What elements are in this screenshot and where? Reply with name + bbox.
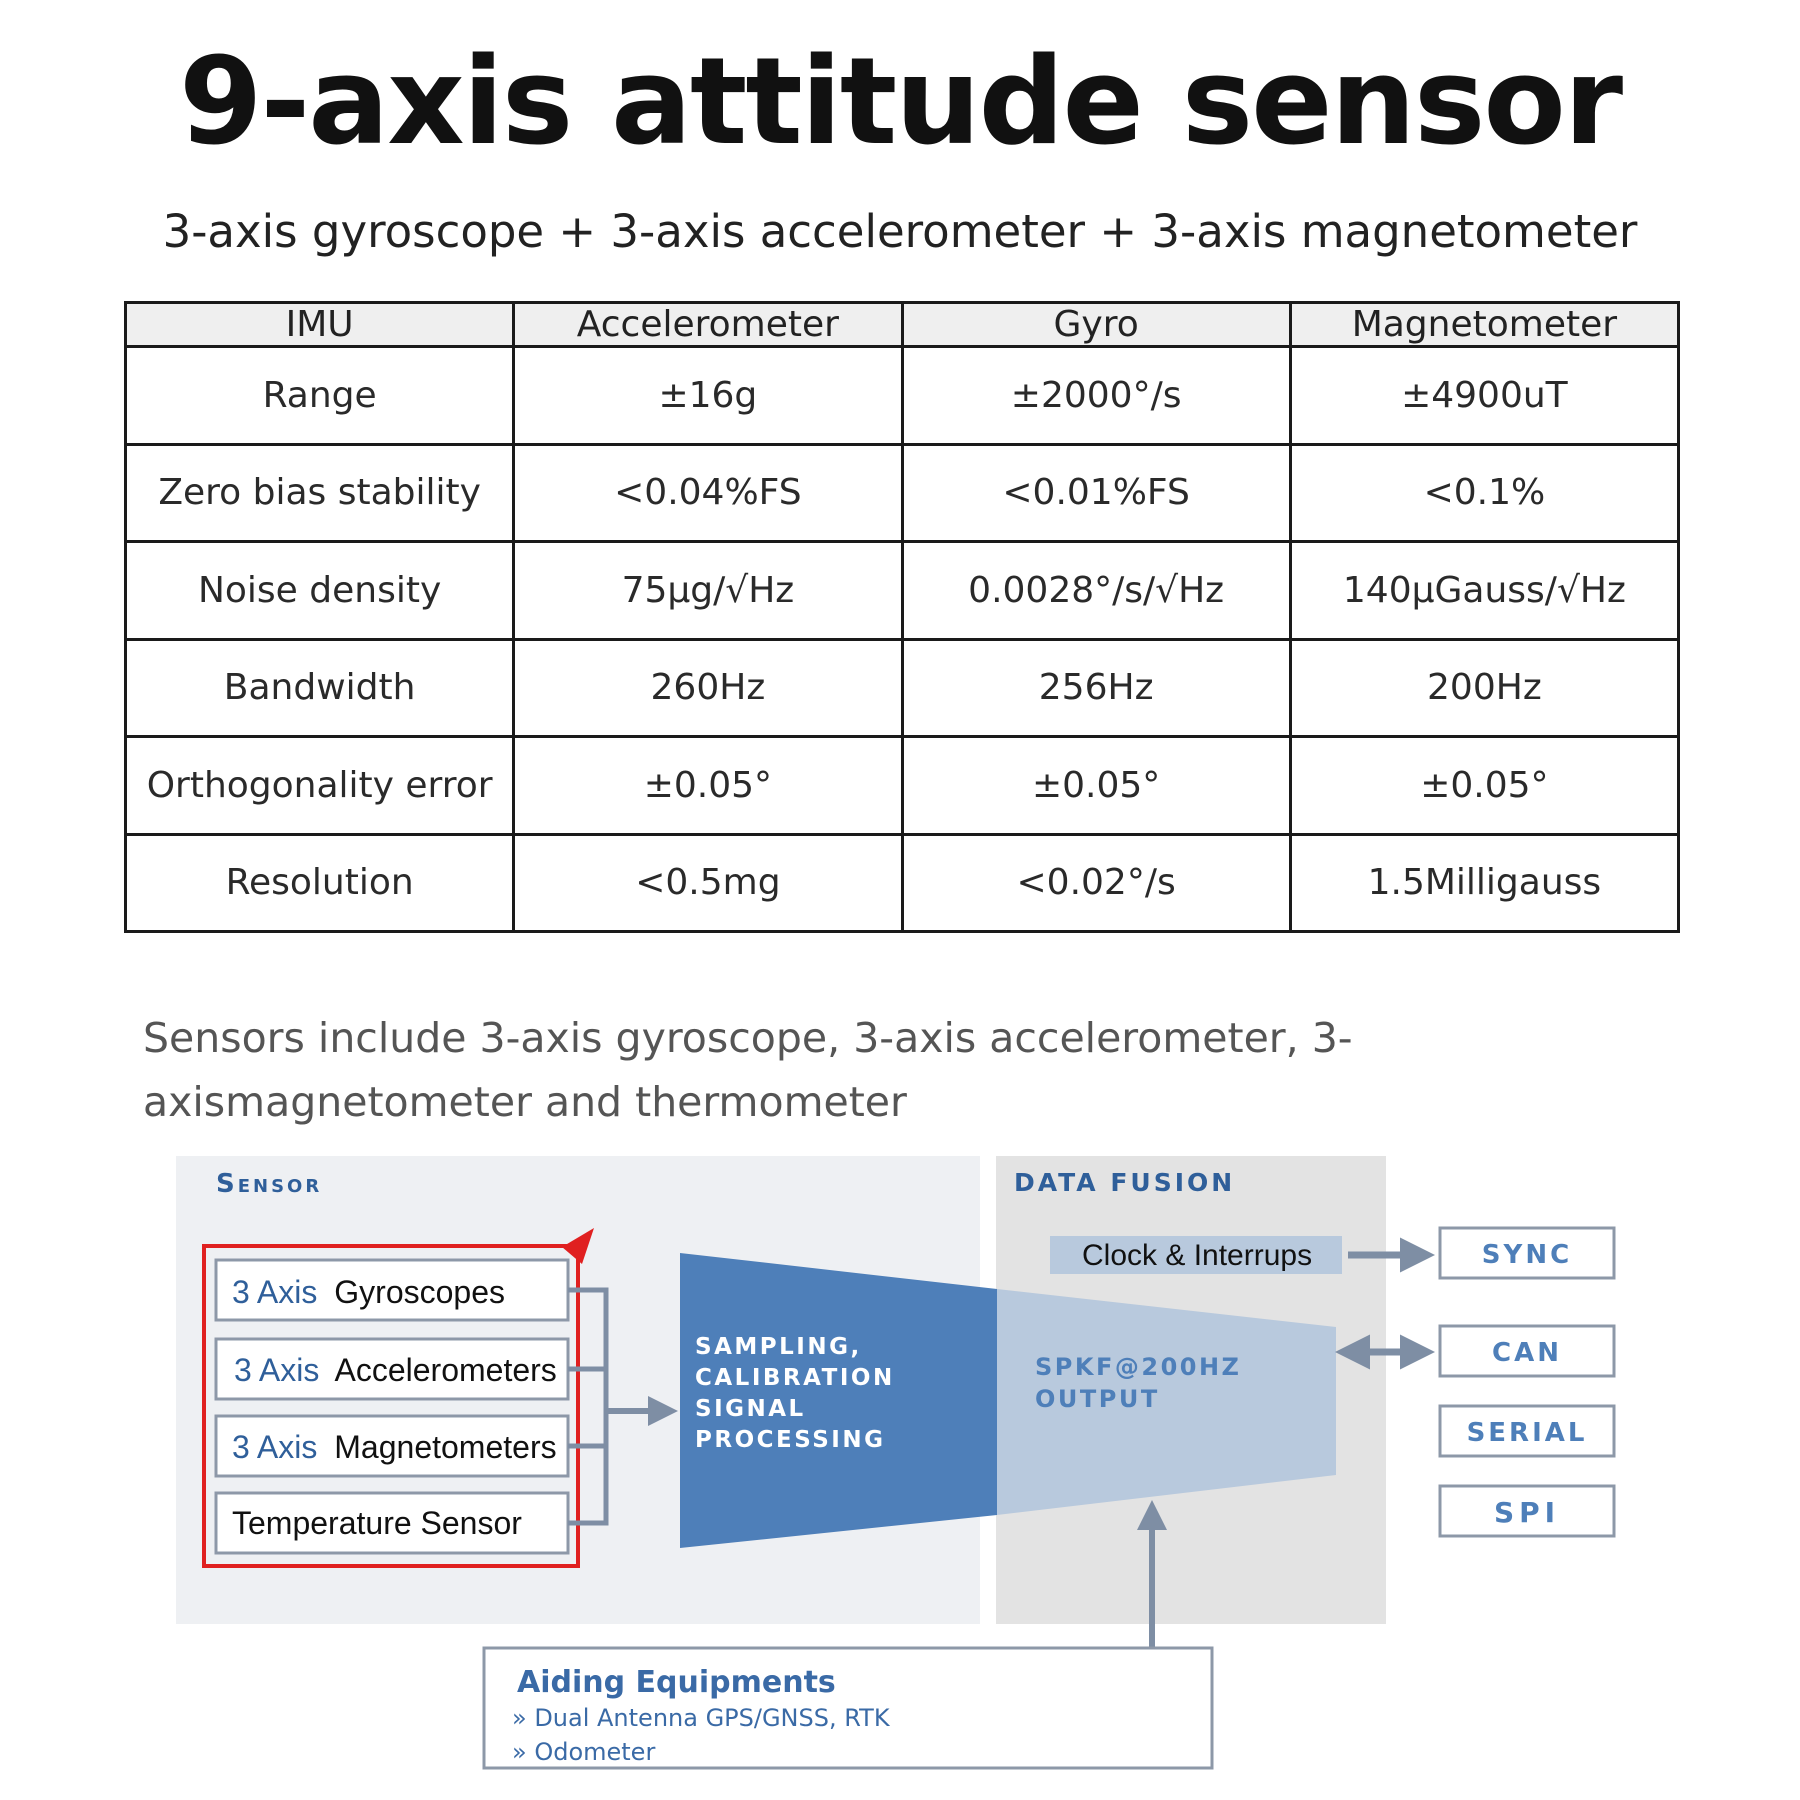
processing-funnel [680, 1253, 997, 1548]
aiding-title: Aiding Equipments [517, 1665, 836, 1700]
table-cell: 1.5Milligauss [1288, 832, 1681, 933]
table-cell: ±4900uT [1288, 345, 1681, 446]
sensor-bracket-connector [568, 1287, 609, 1526]
table-row: Bandwidth 260Hz 256Hz 200Hz [123, 637, 1681, 738]
table-cell: 75μg/√Hz [512, 540, 904, 641]
clock-interrupts-label: Clock & Interrups [1082, 1239, 1312, 1272]
table-row: Range ±16g ±2000°/s ±4900uT [123, 345, 1681, 446]
processing-line: Signal [695, 1396, 806, 1422]
clock-interrupts-box [1050, 1236, 1342, 1274]
spec-table: IMU Accelerometer Gyro Magnetometer Rang… [123, 301, 1681, 933]
table-cell: 200Hz [1288, 637, 1681, 738]
table-cell: ±0.05° [900, 735, 1292, 836]
table-row: Zero bias stability <0.04%FS <0.01%FS <0… [123, 442, 1681, 543]
highlight-corner-mark [562, 1228, 594, 1264]
sensor-axis-prefix: 3 Axis [232, 1429, 317, 1465]
output-label: CAN [1492, 1338, 1562, 1368]
aiding-equipments-box [482, 1646, 1214, 1770]
output-spi: SPI [1438, 1484, 1616, 1538]
table-cell: 256Hz [900, 637, 1292, 738]
table-row: Orthogonality error ±0.05° ±0.05° ±0.05° [123, 735, 1681, 836]
table-cell: 0.0028°/s/√Hz [900, 540, 1292, 641]
processing-label: Sampling, Calibration Signal Processing [695, 1334, 905, 1453]
sensor-heading: Sensor [216, 1169, 322, 1199]
column-header: IMU [123, 301, 516, 348]
output-sync: SYNC [1438, 1226, 1616, 1280]
table-header-row: IMU Accelerometer Gyro Magnetometer [123, 301, 1681, 348]
fusion-funnel [997, 1289, 1336, 1515]
table-cell: 140μGauss/√Hz [1288, 540, 1681, 641]
row-label: Range [123, 345, 516, 446]
processing-line: Sampling, [695, 1334, 862, 1360]
output-label: SPI [1494, 1496, 1560, 1529]
page-title: 9-axis attitude sensor [179, 33, 1623, 172]
processing-line: Processing [695, 1427, 886, 1453]
sensor-name: Gyroscopes [334, 1274, 505, 1310]
table-row: Resolution <0.5mg <0.02°/s 1.5Milligauss [123, 832, 1681, 933]
aiding-item: » Dual Antenna GPS/GNSS, RTK [512, 1704, 891, 1732]
sensor-box-gyroscopes: 3 Axis Gyroscopes [214, 1258, 570, 1322]
row-label: Orthogonality error [123, 735, 516, 836]
svg-text:Temperature Sensor: Temperature Sensor [232, 1505, 522, 1541]
processing-line: Calibration [695, 1365, 895, 1391]
output-label: SYNC [1482, 1240, 1572, 1270]
column-header: Magnetometer [1288, 301, 1681, 348]
sensors-note: Sensors include 3-axis gyroscope, 3-axis… [143, 1014, 1353, 1126]
table-cell: ±16g [512, 345, 904, 446]
sensor-name: Temperature Sensor [232, 1505, 522, 1541]
sensor-name: Accelerometers [335, 1352, 557, 1388]
svg-text:3 Axis Gyroscopes: 3 Axis Gyroscopes [232, 1274, 505, 1310]
table-cell: <0.04%FS [512, 442, 904, 543]
output-can: CAN [1438, 1324, 1616, 1378]
row-label: Zero bias stability [123, 442, 516, 543]
table-row: Noise density 75μg/√Hz 0.0028°/s/√Hz 140… [123, 540, 1681, 641]
svg-text:3 Axis Magnetometers: 3 Axis Magnetometers [232, 1429, 557, 1465]
column-header: Accelerometer [512, 301, 904, 348]
table-cell: <0.1% [1288, 442, 1681, 543]
data-fusion-heading: Data Fusion [1014, 1168, 1235, 1197]
row-label: Noise density [123, 540, 516, 641]
table-cell: <0.5mg [512, 832, 904, 933]
fusion-line: Output [1035, 1385, 1160, 1413]
table-cell: <0.02°/s [900, 832, 1292, 933]
sensor-box-magnetometers: 3 Axis Magnetometers [214, 1414, 570, 1478]
sensor-axis-prefix: 3 Axis [232, 1274, 317, 1310]
aiding-item: » Odometer [512, 1738, 655, 1766]
output-label: SERIAL [1467, 1418, 1588, 1448]
row-label: Bandwidth [123, 637, 516, 738]
table-cell: <0.01%FS [900, 442, 1292, 543]
page-subtitle: 3-axis gyroscope + 3-axis accelerometer … [162, 205, 1638, 258]
output-serial: SERIAL [1438, 1404, 1616, 1458]
sensor-highlight-frame [202, 1244, 580, 1568]
sensor-box-temperature: Temperature Sensor [214, 1491, 570, 1555]
svg-text:3 Axis Accelerometers: 3 Axis Accelerometers [234, 1352, 557, 1388]
table-cell: ±0.05° [512, 735, 904, 836]
sensor-name: Magnetometers [334, 1429, 556, 1465]
table-cell: ±2000°/s [900, 345, 1292, 446]
row-label: Resolution [123, 832, 516, 933]
sensor-box-accelerometers: 3 Axis Accelerometers [214, 1337, 570, 1401]
table-cell: ±0.05° [1288, 735, 1681, 836]
sensor-axis-prefix: 3 Axis [234, 1352, 319, 1388]
column-header: Gyro [900, 301, 1292, 348]
fusion-label: SPKF@200Hz Output [1035, 1353, 1252, 1413]
table-cell: 260Hz [512, 637, 904, 738]
fusion-line: SPKF@200Hz [1035, 1353, 1241, 1381]
